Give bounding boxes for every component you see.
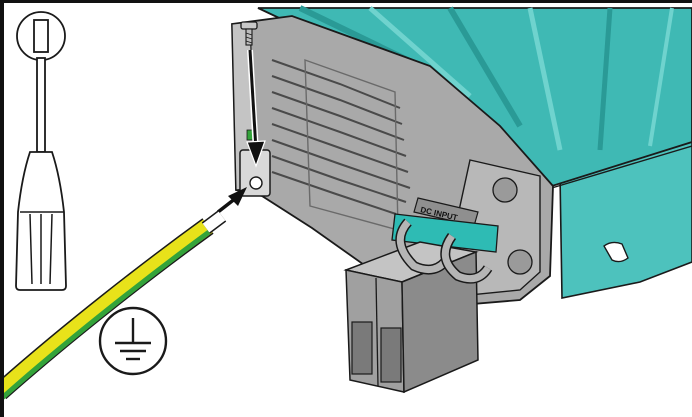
screwdriver-handle-grooves [29,213,53,285]
housing-rib [527,7,563,151]
screwdriver-tip-slot [33,19,49,53]
ground-wire-green-stripe [0,229,211,400]
ground-terminal-hole [249,176,263,190]
housing-rib [648,7,674,147]
dc-connector-latch-fill [396,219,451,274]
end-cap-screw-boss [507,249,533,275]
frame-left-edge [0,0,4,417]
screw-insert-arrow [246,49,266,168]
end-cap-screw-boss [492,177,518,203]
ground-screw-thread [245,32,253,44]
dc-connector-contact [351,321,373,375]
dc-connector-latch-fill [441,233,491,283]
ground-wire-conductor [202,211,226,233]
wire-insert-arrow [216,187,247,214]
ground-wire-insulation [0,219,213,398]
dc-connector-divider [375,277,379,387]
housing-rib [447,6,523,128]
ground-screw-head [240,21,258,30]
housing-rib [368,6,472,98]
housing-lower-edge [544,145,692,191]
protective-earth-ground-icon [98,306,168,376]
ground-screw [240,21,258,46]
inverter-housing [257,5,692,299]
frame-top-edge [0,0,692,3]
end-cap-vents [271,59,411,215]
flathead-screwdriver-icon [15,11,67,291]
dc-connector [343,218,493,394]
screwdriver-shaft [36,57,46,153]
dc-connector-contact [380,327,402,383]
flange-slot [603,241,629,263]
ground-wire [0,210,227,400]
housing-rib [597,7,613,151]
